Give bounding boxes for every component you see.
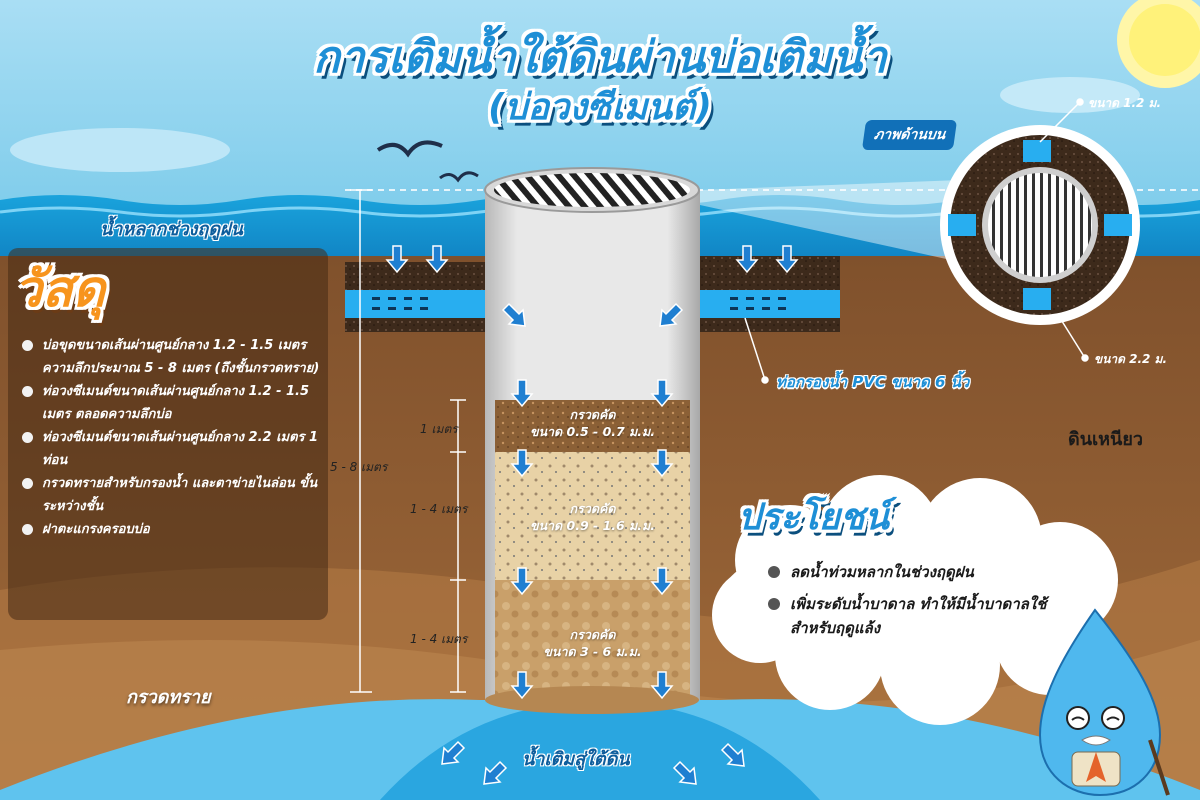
- bullet-icon: [22, 478, 33, 489]
- arrow-down-icon: [510, 379, 534, 408]
- benefits-item: ลดน้ำท่วมหลากในช่วงฤดูฝน: [768, 560, 1068, 584]
- benefits-item: เพิ่มระดับน้ำบาดาล ทำให้มีน้ำบาดาลใช้สำห…: [768, 592, 1068, 640]
- outer-size-label: ขนาด 2.2 ม.: [1094, 352, 1168, 366]
- flood-label: น้ำหลากช่วงฤดูฝน: [100, 219, 243, 240]
- recharge-label: น้ำเติมสู่ใต้ดิน: [522, 749, 630, 770]
- sand-label: กรวดทราย: [126, 687, 211, 708]
- arrow-down-icon: [650, 379, 674, 408]
- bird-icon: [439, 171, 479, 183]
- arrow-down-icon: [510, 449, 534, 478]
- arrow-down-icon: [510, 567, 534, 596]
- main-title: การเติมน้ำใต้ดินผ่านบ่อเติมน้ำ: [313, 32, 887, 83]
- depth-layer1-label: 1 เมตร: [420, 422, 458, 436]
- gravel-layer-2: กรวดคัด ขนาด 0.9 - 1.6 ม.ม.: [529, 501, 656, 533]
- materials-panel: [8, 248, 328, 620]
- arrow-diag-icon: [659, 302, 684, 327]
- bird-icon: [376, 140, 443, 158]
- arrow-down-icon: [425, 245, 449, 274]
- gravel-layer-3: กรวดคัด ขนาด 3 - 6 ม.ม.: [543, 627, 642, 659]
- materials-item: ท่อวงซีเมนต์ขนาดเส้นผ่านศูนย์กลาง 2.2 เม…: [20, 426, 320, 472]
- bullet-icon: [22, 524, 33, 535]
- arrow-diag-icon: [501, 302, 526, 327]
- benefits-list: ลดน้ำท่วมหลากในช่วงฤดูฝน เพิ่มระดับน้ำบา…: [768, 560, 1068, 648]
- main-subtitle: (บ่อวงซีเมนต์): [488, 87, 712, 128]
- arrow-down-icon: [735, 245, 759, 274]
- inner-size-label: ขนาด 1.2 ม.: [1088, 96, 1162, 110]
- arrow-down-icon: [775, 245, 799, 274]
- pvc-pipe-label: ท่อกรองน้ำ PVC ขนาด 6 นิ้ว: [776, 373, 970, 391]
- materials-list: บ่อขุดขนาดเส้นผ่านศูนย์กลาง 1.2 - 1.5 เม…: [20, 334, 320, 541]
- materials-item: กรวดทรายสำหรับกรองน้ำ และตาข่ายไนล่อน ขั…: [20, 472, 320, 518]
- top-view-tag: ภาพด้านบน: [861, 120, 958, 150]
- water-drop-mascot: [1038, 608, 1170, 797]
- depth-total-label: 5 - 8 เมตร: [330, 460, 388, 474]
- materials-item: ท่อวงซีเมนต์ขนาดเส้นผ่านศูนย์กลาง 1.2 - …: [20, 380, 320, 426]
- clay-label: ดินเหนียว: [1068, 429, 1143, 450]
- materials-item: บ่อขุดขนาดเส้นผ่านศูนย์กลาง 1.2 - 1.5 เม…: [20, 334, 320, 380]
- benefits-title: ประโยชน์: [738, 497, 889, 538]
- materials-title: วัสดุ: [14, 260, 106, 318]
- bullet-icon: [768, 566, 780, 578]
- arrow-diag-icon: [483, 760, 508, 785]
- arrow-diag-icon: [720, 742, 745, 767]
- bullet-icon: [768, 598, 780, 610]
- arrow-diag-icon: [672, 760, 697, 785]
- arrow-down-icon: [650, 671, 674, 700]
- bullet-icon: [22, 386, 33, 397]
- bullet-icon: [22, 432, 33, 443]
- gravel-layer-1: กรวดคัด ขนาด 0.5 - 0.7 ม.ม.: [529, 407, 656, 439]
- pvc-pipe-left: [345, 290, 485, 318]
- arrow-diag-icon: [441, 740, 466, 765]
- depth-layer3-label: 1 - 4 เมตร: [410, 632, 468, 646]
- arrow-down-icon: [650, 567, 674, 596]
- depth-layer2-label: 1 - 4 เมตร: [410, 502, 468, 516]
- bullet-icon: [22, 340, 33, 351]
- arrow-down-icon: [510, 671, 534, 700]
- arrow-down-icon: [385, 245, 409, 274]
- materials-item: ฝาตะแกรงครอบบ่อ: [20, 518, 320, 541]
- grate-cover: [494, 173, 690, 207]
- arrow-down-icon: [650, 449, 674, 478]
- pvc-pipe-right: [700, 290, 840, 318]
